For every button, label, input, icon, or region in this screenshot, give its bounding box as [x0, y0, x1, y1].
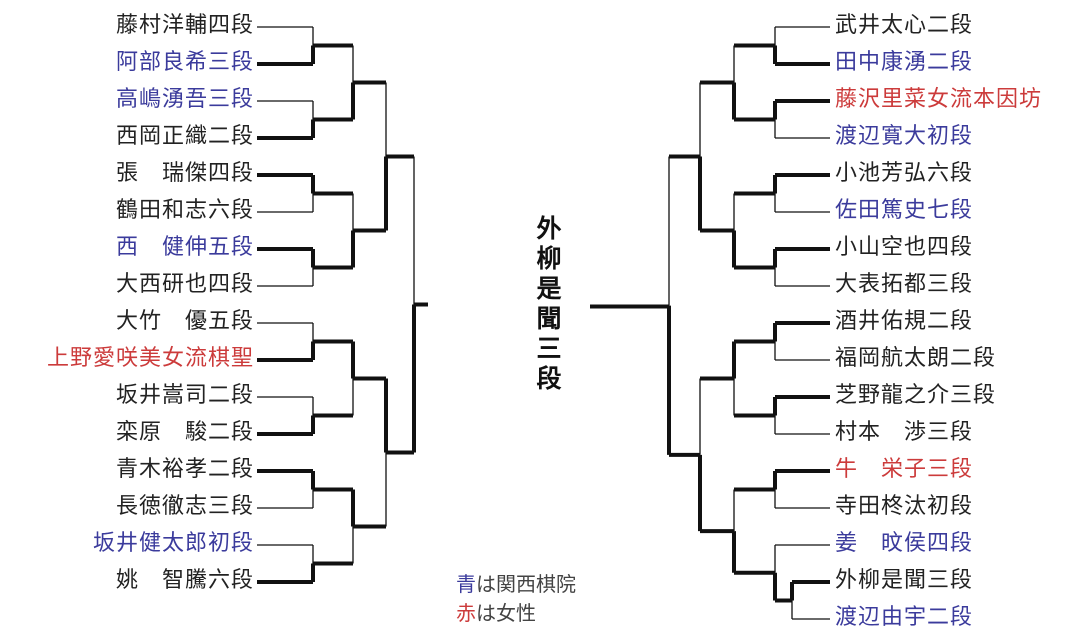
player-name: 西岡正織二段	[115, 124, 254, 149]
player-name: 牛 栄子三段	[835, 457, 974, 482]
player-name: 武井太心二段	[835, 13, 974, 38]
player-name: 坂井嵩司二段	[115, 383, 254, 408]
player-name: 大西研也四段	[115, 272, 254, 297]
player-name: 田中康湧二段	[835, 50, 974, 75]
legend-key-red: 赤	[456, 601, 476, 625]
player-name: 渡辺寛大初段	[835, 124, 974, 149]
player-name: 西 健伸五段	[115, 235, 254, 260]
player-name: 渡辺由宇二段	[835, 605, 974, 630]
player-name: 佐田篤史七段	[835, 198, 974, 223]
player-name: 鶴田和志六段	[115, 198, 254, 223]
player-name: 張 瑞傑四段	[115, 161, 254, 186]
player-name: 姜 旼侯四段	[835, 531, 974, 556]
player-name: 坂井健太郎初段	[92, 531, 254, 556]
player-name: 長徳徹志三段	[115, 494, 254, 519]
player-name: 栾原 駿二段	[115, 420, 254, 445]
player-name: 小池芳弘六段	[835, 161, 974, 186]
player-name: 阿部良希三段	[115, 50, 254, 75]
player-name: 小山空也四段	[835, 235, 974, 260]
player-name: 藤沢里菜女流本因坊	[835, 87, 1043, 112]
player-name: 高嶋湧吾三段	[115, 87, 254, 112]
player-name: 藤村洋輔四段	[115, 13, 254, 38]
player-name: 芝野龍之介三段	[835, 383, 997, 408]
legend-text: は女性	[476, 601, 536, 625]
player-name: 福岡航太朗二段	[835, 346, 997, 371]
player-name: 上野愛咲美女流棋聖	[46, 346, 254, 371]
player-name: 寺田柊汰初段	[835, 494, 974, 519]
legend-female: 赤は女性	[456, 597, 536, 626]
legend-kansai: 青は関西棋院	[456, 568, 576, 597]
player-name: 大竹 優五段	[115, 309, 254, 334]
player-name: 青木裕孝二段	[115, 457, 254, 482]
player-name: 大表拓都三段	[835, 272, 974, 297]
player-name: 村本 渉三段	[835, 420, 974, 445]
player-name: 姚 智騰六段	[115, 568, 254, 593]
player-name: 外柳是聞三段	[835, 568, 974, 593]
legend-text: は関西棋院	[476, 572, 576, 596]
legend-key-blue: 青	[456, 572, 476, 596]
champion-label: 外柳是聞三段	[536, 214, 562, 393]
player-name: 酒井佑規二段	[835, 309, 974, 334]
